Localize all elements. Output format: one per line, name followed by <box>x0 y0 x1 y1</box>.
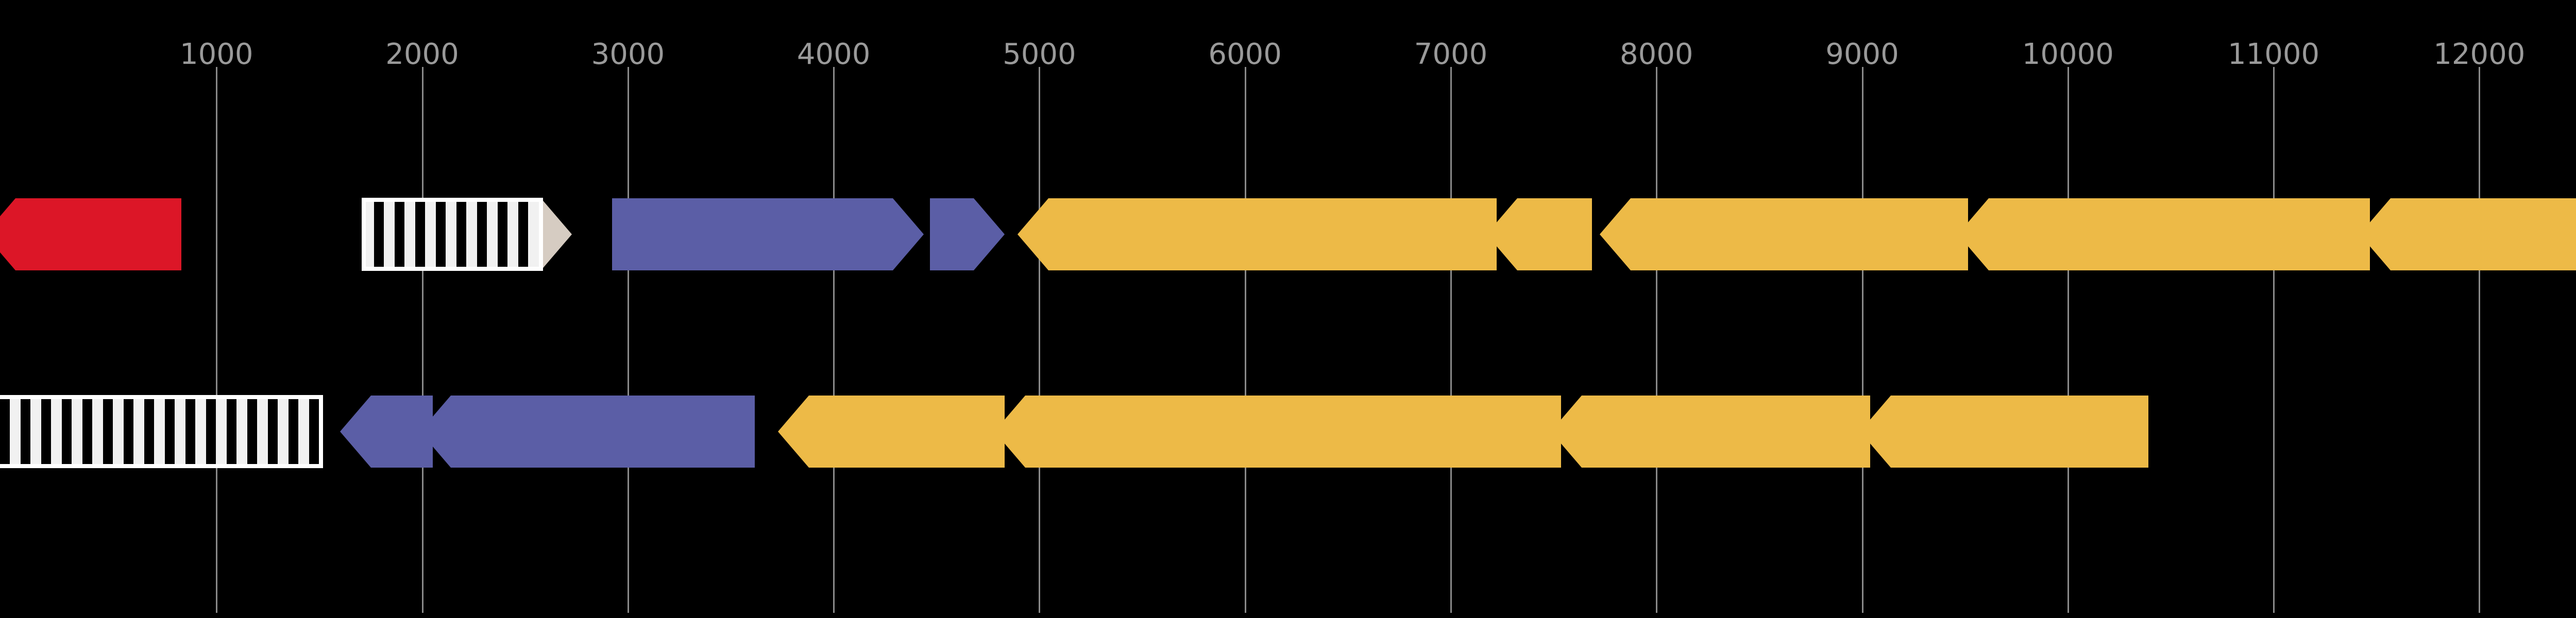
gene-feature[interactable] <box>1958 198 2370 270</box>
gridline-8000 <box>1656 67 1658 613</box>
track-1 <box>0 198 2576 271</box>
tick-label-4000: 4000 <box>796 38 871 71</box>
gridline-11000 <box>2273 67 2275 613</box>
gene-feature[interactable] <box>340 396 433 468</box>
tick-label-10000: 10000 <box>2022 38 2114 71</box>
tick-label-9000: 9000 <box>1825 38 1899 71</box>
gene-feature[interactable] <box>362 198 572 271</box>
gridline-12000 <box>2479 67 2481 613</box>
gene-feature[interactable] <box>612 198 924 270</box>
track-2 <box>0 395 2576 468</box>
gene-feature[interactable] <box>930 198 1005 270</box>
gene-feature[interactable] <box>994 396 1561 468</box>
tick-label-1000: 1000 <box>180 38 253 71</box>
tick-label-7000: 7000 <box>1414 38 1488 71</box>
gridline-5000 <box>1039 67 1041 613</box>
gridline-7000 <box>1450 67 1452 613</box>
gene-feature[interactable] <box>1600 198 1968 270</box>
gene-feature[interactable] <box>1486 198 1592 270</box>
gridline-3000 <box>627 67 629 613</box>
tick-label-2000: 2000 <box>385 38 459 71</box>
gridline-6000 <box>1244 67 1246 613</box>
gridline-9000 <box>1861 67 1863 613</box>
tick-label-6000: 6000 <box>1208 38 1282 71</box>
gridline-2000 <box>421 67 423 613</box>
gene-feature[interactable] <box>0 198 181 270</box>
gridline-10000 <box>2067 67 2069 613</box>
tick-label-11000: 11000 <box>2228 38 2320 71</box>
gene-feature[interactable] <box>778 396 1005 468</box>
gene-feature[interactable] <box>2360 198 2576 270</box>
tick-label-12000: 12000 <box>2433 38 2526 71</box>
gene-feature[interactable] <box>1860 396 2148 468</box>
gene-feature[interactable] <box>420 396 755 468</box>
tick-label-8000: 8000 <box>1619 38 1693 71</box>
gridline-1000 <box>216 67 218 613</box>
gridline-4000 <box>833 67 835 613</box>
tick-label-3000: 3000 <box>591 38 665 71</box>
gene-feature[interactable] <box>0 395 323 468</box>
gene-feature[interactable] <box>1551 396 1870 468</box>
tick-label-5000: 5000 <box>1003 38 1076 71</box>
gene-feature[interactable] <box>1018 198 1497 270</box>
